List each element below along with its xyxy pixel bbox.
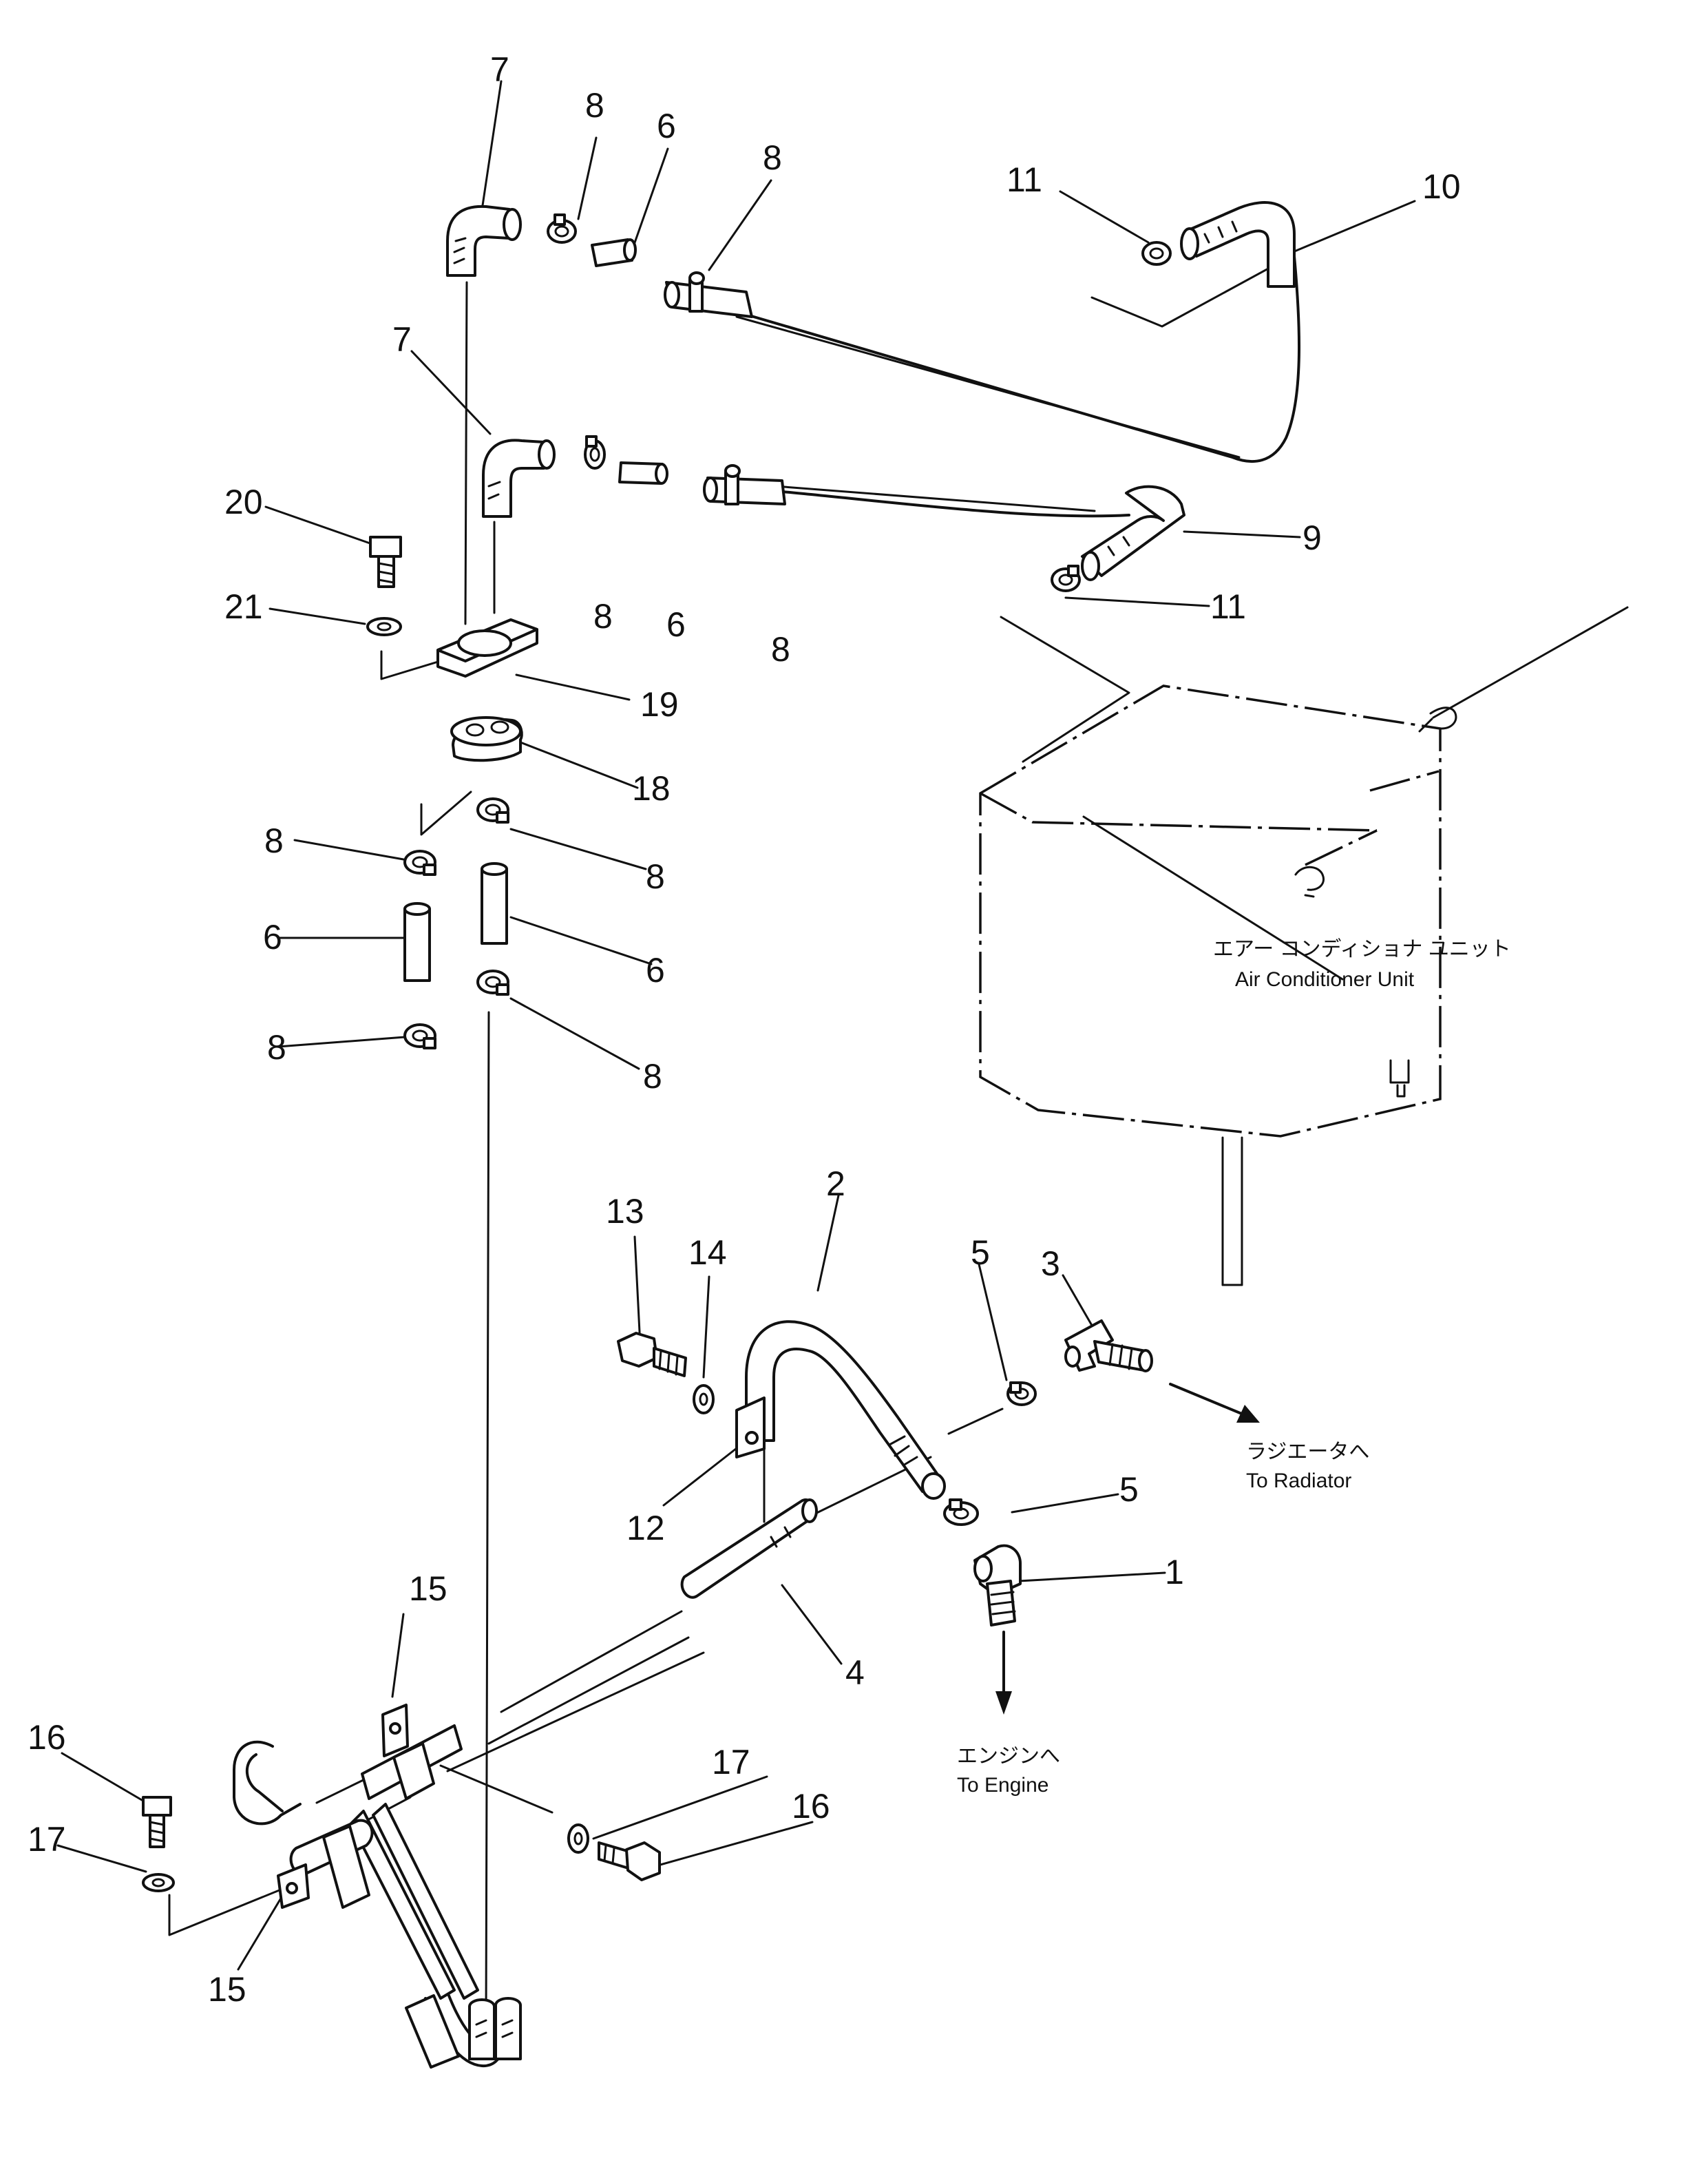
callout-9: 9	[1303, 519, 1322, 557]
air-conditioner-unit-label-jp: エアー コンディショナ ユニット	[1213, 938, 1511, 961]
clamp-8-b	[584, 435, 606, 470]
pipes-6	[403, 238, 668, 982]
callout-11-mid: 11	[1210, 587, 1246, 626]
hose-10-run	[748, 255, 1301, 463]
air-conditioner-unit-label-en: Air Conditioner Unit	[1235, 968, 1415, 991]
hose-sleeve-8-upper	[664, 271, 753, 318]
callout-13: 13	[606, 1192, 644, 1231]
part-4-sleeve	[680, 1498, 818, 1599]
callout-11-top: 11	[1006, 160, 1042, 199]
clamp-11-a	[1141, 241, 1172, 266]
callout-15-bottom: 15	[208, 1970, 246, 2009]
callout-1: 1	[1165, 1553, 1184, 1591]
clamp-11-b	[1051, 565, 1081, 592]
callout-numbers: 1 2 3 4 5 5 6 6 6 6 7 7 8 8 8 8 8 8 8 8 …	[28, 50, 1461, 2009]
part-7-upper-elbow	[446, 205, 522, 277]
clamp-5-a	[1006, 1381, 1037, 1406]
to-radiator-label-en: To Radiator	[1246, 1469, 1351, 1492]
part-10-hose	[1180, 201, 1296, 288]
part-15-bracket-lower	[277, 1819, 374, 1909]
callout-12: 12	[626, 1509, 665, 1547]
callout-6-mid: 6	[666, 605, 686, 644]
callout-8-mid-b: 8	[771, 630, 790, 669]
clamps	[403, 213, 1172, 1526]
part-17-washer-left	[142, 1873, 175, 1892]
callout-18: 18	[632, 769, 671, 808]
pipe-6-d	[481, 862, 508, 945]
callout-16-right: 16	[792, 1787, 830, 1825]
part-15-bracket-upper	[361, 1704, 463, 1800]
callout-19: 19	[640, 685, 679, 724]
callout-5-upper: 5	[971, 1233, 990, 1272]
assembly-lines	[168, 258, 1629, 2023]
part-7-lower-elbow	[482, 439, 556, 518]
callout-6-right: 6	[646, 951, 665, 990]
part-1-elbow-fitting	[973, 1544, 1022, 1626]
callout-17-right: 17	[712, 1743, 750, 1781]
callout-3: 3	[1041, 1244, 1060, 1283]
callout-6-top: 6	[657, 107, 676, 145]
callout-20: 20	[224, 483, 263, 521]
callout-7-mid: 7	[392, 320, 412, 359]
leader-lines	[56, 80, 1416, 1971]
callout-8-top-a: 8	[585, 86, 604, 125]
callout-16-left: 16	[28, 1718, 66, 1757]
text-labels: エアー コンディショナ ユニット Air Conditioner Unit ラジ…	[957, 938, 1511, 1797]
air-conditioner-unit	[979, 684, 1457, 1286]
callout-8-left-a: 8	[264, 822, 284, 860]
part-17-washer-right	[567, 1823, 589, 1854]
part-16-bolt-right	[598, 1841, 661, 1881]
callout-7-top: 7	[490, 50, 509, 89]
part-2-hose	[735, 1320, 946, 1500]
clamp-8-c	[476, 797, 509, 824]
callout-2: 2	[826, 1164, 845, 1203]
callout-5-lower: 5	[1119, 1470, 1139, 1509]
clamp-8-a	[547, 213, 577, 244]
callout-8-right-a: 8	[646, 857, 665, 896]
to-radiator-label-jp: ラジエータへ	[1246, 1441, 1369, 1463]
part-9-hose	[1081, 485, 1185, 581]
callout-21: 21	[224, 587, 263, 626]
callout-14: 14	[688, 1233, 727, 1272]
clamp-8-f	[403, 1023, 436, 1049]
callout-8-right-b: 8	[643, 1057, 662, 1096]
arrow-to-radiator	[1169, 1383, 1260, 1423]
part-16-bolt-left	[142, 1796, 172, 1848]
callout-15-top: 15	[409, 1569, 447, 1608]
callout-8-left-b: 8	[267, 1028, 286, 1067]
clamp-8-e	[476, 970, 509, 996]
pipe-6-b	[618, 461, 668, 485]
callout-10: 10	[1422, 167, 1461, 206]
part-3-elbow-fitting	[1064, 1319, 1153, 1372]
part-21-washer	[366, 617, 402, 636]
hose-9-run	[781, 490, 1130, 518]
part-18-grommet	[450, 716, 523, 762]
lower-hose-assembly	[233, 1740, 522, 2069]
pipe-6-a	[591, 238, 637, 267]
callout-8-top-b: 8	[763, 138, 782, 177]
part-20-bolt	[369, 536, 402, 588]
clamp-5-b	[943, 1498, 979, 1526]
part-13-bolt	[617, 1332, 687, 1377]
to-engine-label-jp: エンジンへ	[957, 1745, 1060, 1768]
pipe-6-c	[403, 902, 431, 982]
clamp-8-d	[403, 850, 436, 876]
callout-8-mid-a: 8	[593, 597, 613, 636]
callout-17-left: 17	[28, 1820, 66, 1859]
hose-sleeve-8-lower	[703, 464, 786, 505]
callout-4: 4	[845, 1653, 865, 1692]
arrow-to-engine	[995, 1631, 1012, 1715]
to-engine-label-en: To Engine	[957, 1774, 1048, 1797]
callout-6-left: 6	[263, 918, 282, 956]
part-14-washer	[693, 1384, 715, 1414]
part-19-plate	[436, 618, 538, 678]
